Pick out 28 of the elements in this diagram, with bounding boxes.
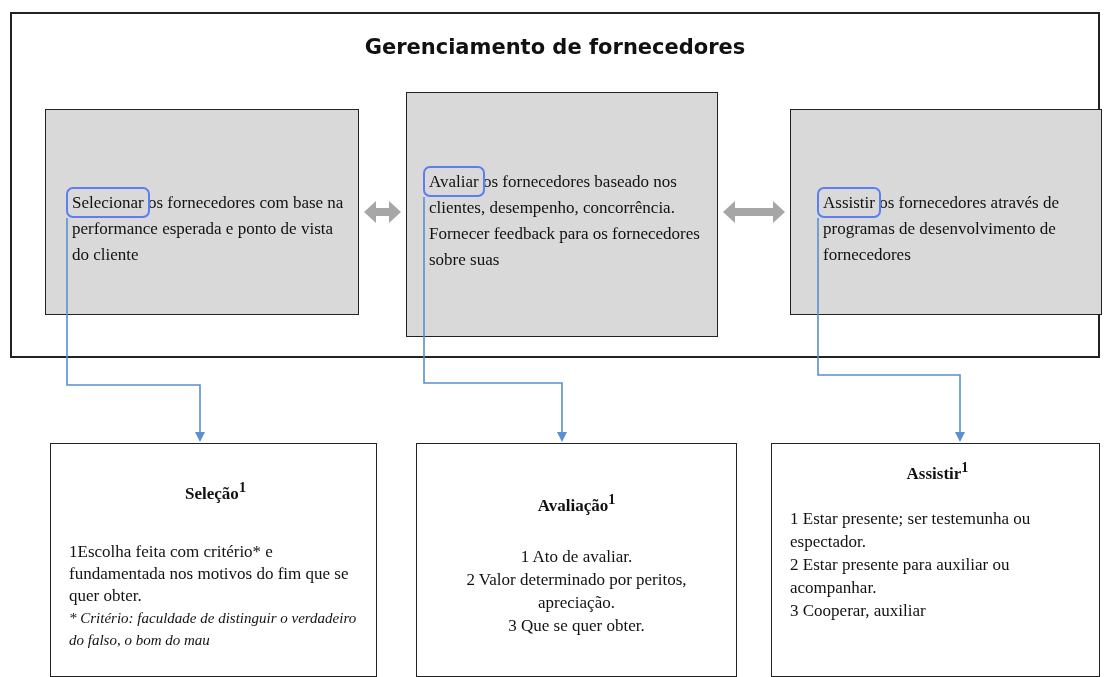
leader-arrow [423, 196, 567, 442]
double-arrow [723, 201, 785, 223]
definition-box [416, 443, 737, 677]
heading: Avaliação$^{1}$ [536, 490, 617, 517]
process-box [406, 92, 718, 337]
text: 1 Estar presente; ser testemunha ou espectador. [790, 507, 1032, 553]
definition-box [50, 443, 377, 677]
highlight-box [66, 187, 150, 218]
leader-arrow [817, 217, 965, 442]
leader-arrow [66, 217, 205, 442]
text: 2 Estar presente para auxiliar ou acompanhar. [790, 553, 1011, 599]
text: 1 Ato de avaliar. [519, 545, 634, 568]
text: * Critério: faculdade de distinguir o verdadeiro do falso, o bom do mau [69, 608, 358, 650]
process-box [790, 109, 1102, 315]
text: 2 Valor determinado por peritos, apreciação. [465, 568, 688, 614]
text: 1Escolha feita com critério* e fundamentada nos motivos do fim que se quer obter. [69, 540, 350, 607]
text: 3 Cooperar, auxiliar [790, 599, 927, 622]
heading: Seleção$^{1}$ [184, 478, 247, 505]
heading: Assistir$^{1}$ [905, 458, 970, 485]
frame-box [10, 12, 1100, 358]
highlight-box [423, 166, 485, 197]
process-box [45, 109, 359, 315]
text: 3 Que se quer obter. [507, 614, 646, 637]
highlight-box [817, 187, 881, 218]
double-arrow [364, 201, 401, 223]
text: Fornecer feedback para os fornecedores sobre suas [429, 223, 701, 271]
heading: Gerenciamento de fornecedores [363, 34, 747, 60]
definition-box [771, 443, 1100, 677]
